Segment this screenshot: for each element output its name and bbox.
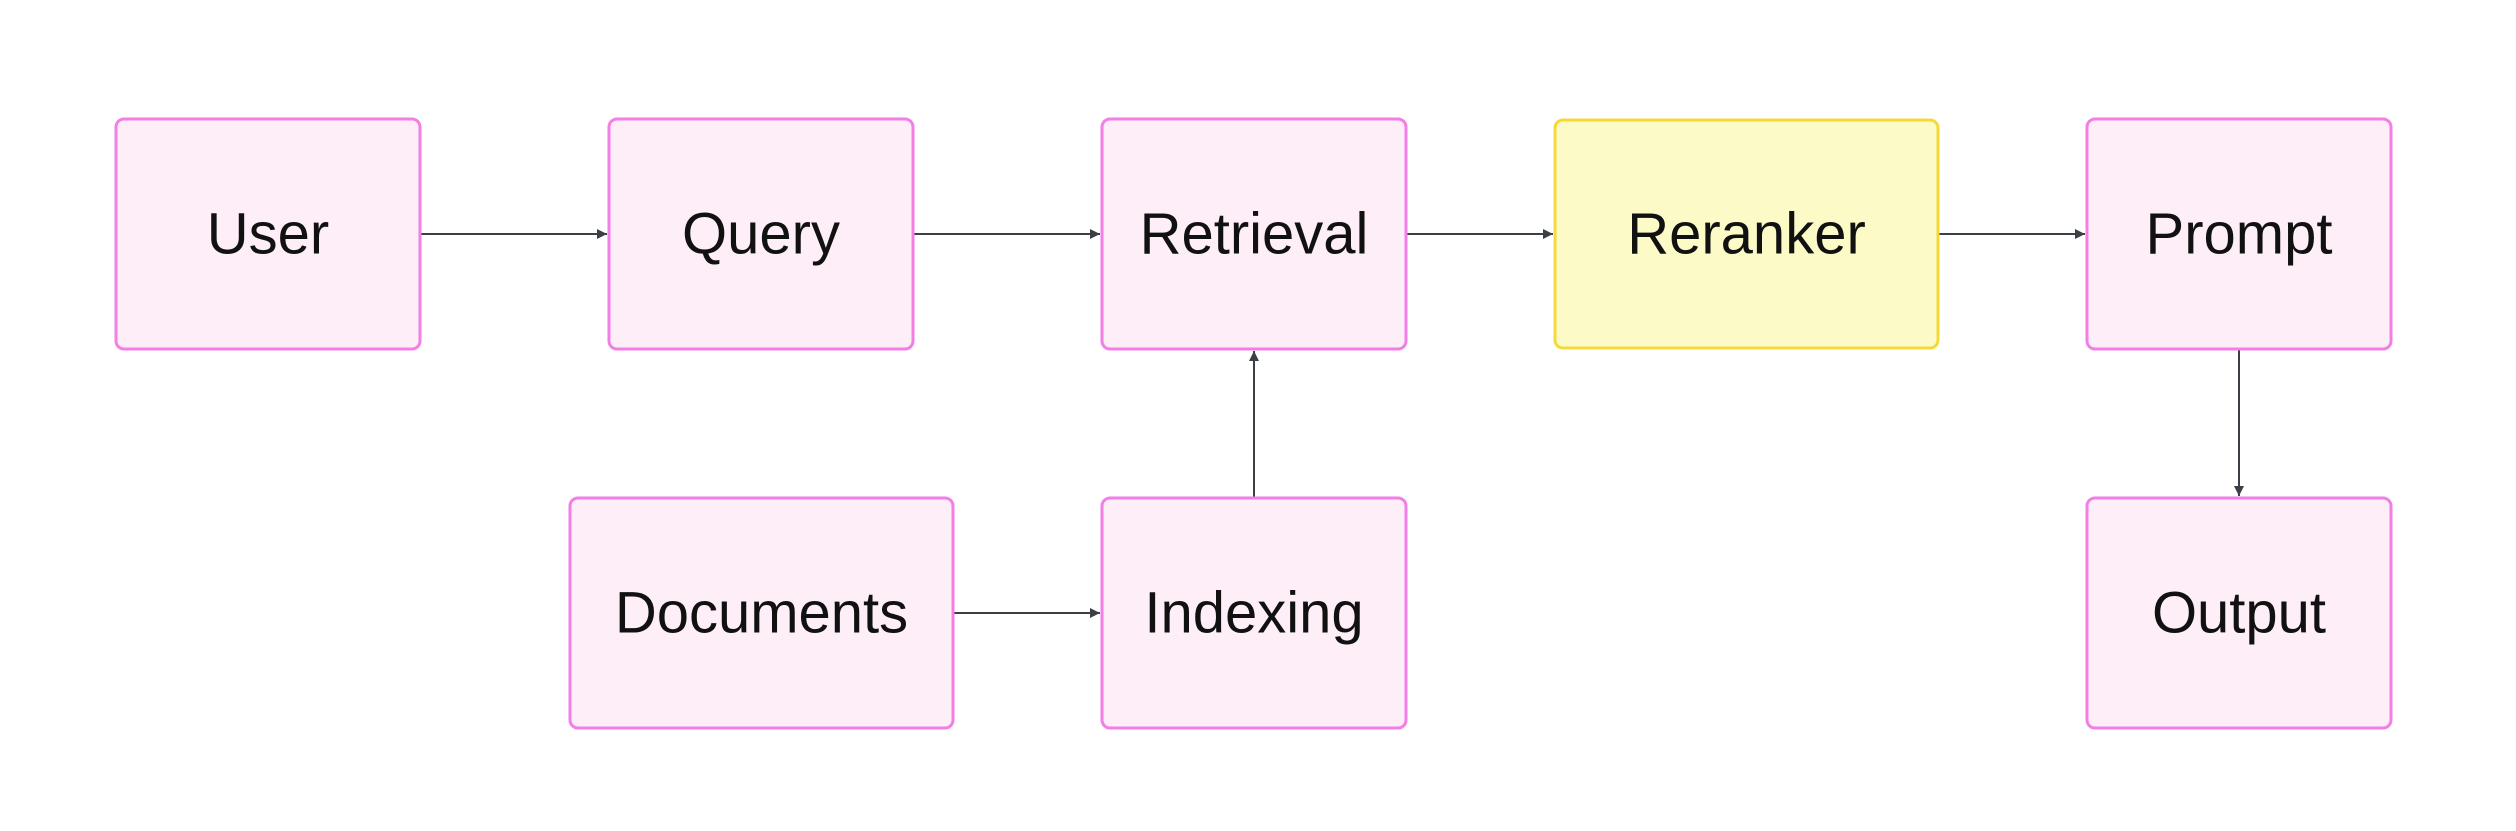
node-box-retrieval bbox=[1100, 117, 1408, 351]
node-label-indexing: Indexing bbox=[1144, 581, 1363, 646]
node-query: Query bbox=[607, 117, 915, 351]
node-user: User bbox=[114, 117, 422, 351]
node-reranker: Reranker bbox=[1553, 118, 1940, 350]
node-prompt: Prompt bbox=[2085, 117, 2393, 351]
node-box-user bbox=[114, 117, 422, 351]
nodes-layer: User Query Retrieval Reranker PromptDocument… bbox=[114, 117, 2393, 730]
node-box-output bbox=[2085, 496, 2393, 730]
node-box-indexing bbox=[1100, 496, 1408, 730]
node-label-output: Output bbox=[2152, 581, 2326, 646]
node-label-documents: Documents bbox=[615, 581, 908, 646]
node-retrieval: Retrieval bbox=[1100, 117, 1408, 351]
node-output: Output bbox=[2085, 496, 2393, 730]
node-indexing: Indexing bbox=[1100, 496, 1408, 730]
node-label-user: User bbox=[207, 202, 329, 267]
node-label-reranker: Reranker bbox=[1627, 202, 1866, 267]
edges-layer bbox=[420, 229, 2244, 618]
node-label-prompt: Prompt bbox=[2146, 202, 2333, 267]
node-label-retrieval: Retrieval bbox=[1140, 202, 1369, 267]
node-documents: Documents bbox=[568, 496, 955, 730]
node-label-query: Query bbox=[682, 202, 840, 267]
node-box-prompt bbox=[2085, 117, 2393, 351]
node-box-reranker bbox=[1553, 118, 1940, 350]
node-box-documents bbox=[568, 496, 955, 730]
node-box-query bbox=[607, 117, 915, 351]
